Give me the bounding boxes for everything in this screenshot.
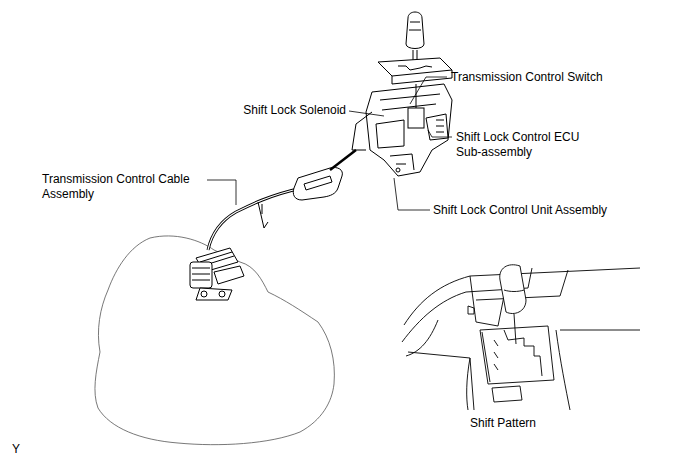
console-inset	[402, 265, 640, 410]
shift-lock-unit	[352, 84, 452, 176]
shift-knob	[406, 12, 424, 49]
cable-grommet	[293, 167, 342, 200]
inset-caption: Shift Pattern	[470, 416, 536, 431]
gate-plate	[378, 58, 452, 76]
part-label: Shift Lock Solenoid	[243, 103, 346, 118]
cable-clip	[258, 202, 268, 228]
part-label: Transmission Control Switch	[451, 70, 603, 85]
part-label: Shift Lock Control Unit Assembly	[433, 203, 607, 218]
control-cable	[208, 188, 302, 250]
transmission-outline	[95, 236, 334, 445]
part-label: Transmission Control Cable Assembly	[42, 172, 210, 202]
leader-line	[207, 77, 452, 210]
cable-bracket	[190, 248, 244, 300]
figure-code: Y	[12, 442, 20, 457]
part-label: Shift Lock Control ECU Sub-assembly	[456, 130, 606, 160]
